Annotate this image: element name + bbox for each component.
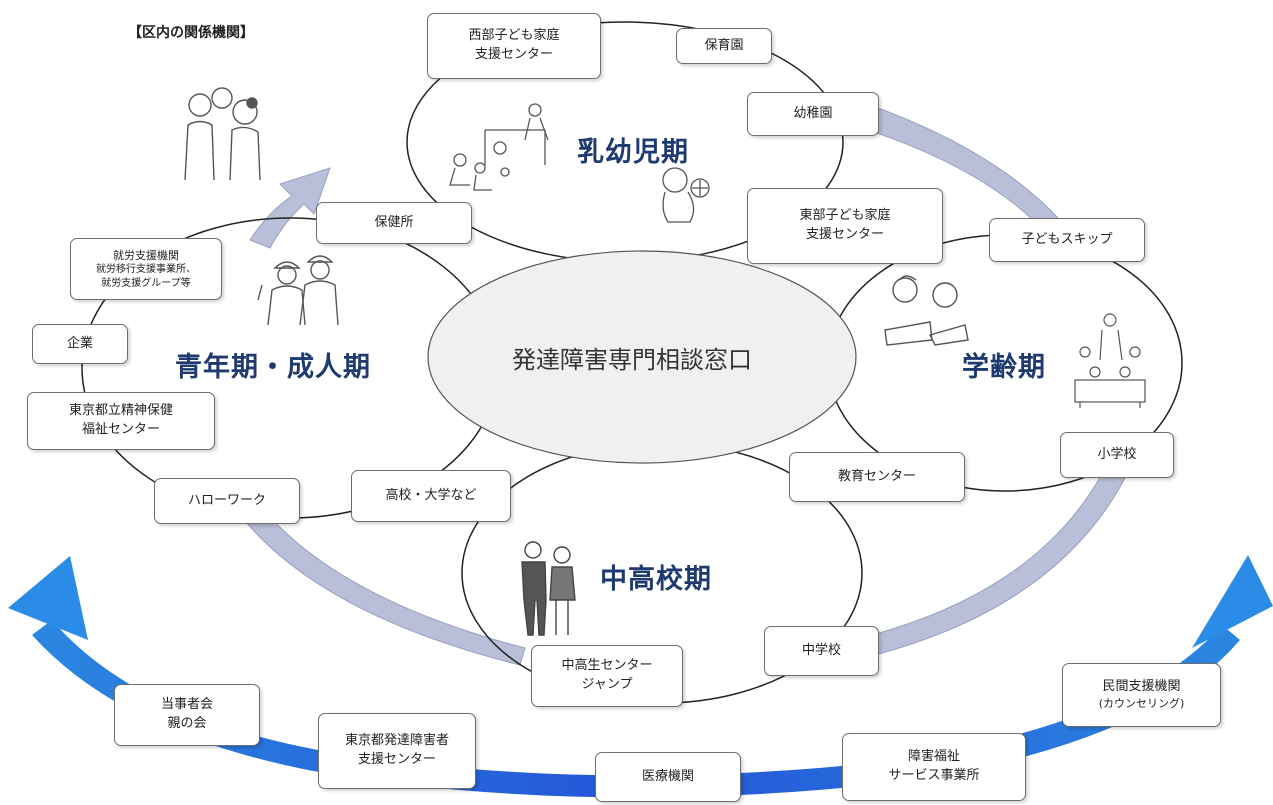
box-line: 企業: [66, 335, 93, 351]
box-line: 小学校: [1097, 446, 1137, 462]
box-line: 保育園: [704, 37, 744, 53]
box-private-support[interactable]: 民間支援機関 (カウンセリング): [1062, 663, 1221, 727]
box-hello-work[interactable]: ハローワーク: [154, 478, 300, 524]
box-line: 中学校: [801, 642, 841, 658]
box-kodomo-skip[interactable]: 子どもスキップ: [989, 218, 1145, 262]
baby-icon: [662, 167, 710, 223]
box-line: 東部子ども家庭: [799, 208, 891, 224]
students-icon: [521, 541, 576, 636]
box-kindergarten[interactable]: 幼稚園: [747, 92, 879, 136]
diagram-heading: 【区内の関係機関】: [128, 25, 254, 41]
box-line: 福祉センター: [81, 422, 160, 437]
box-line: 東京都立精神保健: [68, 403, 173, 419]
box-line: 民間支援機関: [1102, 678, 1181, 694]
box-employment-support[interactable]: 就労支援機関 就労移行支援事業所、 就労支援グループ等: [70, 238, 222, 300]
box-high-school-university[interactable]: 高校・大学など: [351, 470, 511, 522]
box-line: サービス事業所: [888, 768, 980, 783]
box-line: 就労支援グループ等: [101, 277, 191, 289]
box-disability-welfare-service[interactable]: 障害福祉 サービス事業所: [842, 733, 1026, 801]
classroom-icon: [1074, 313, 1146, 408]
box-line: (カウンセリング): [1098, 697, 1185, 711]
box-line: 障害福祉: [907, 749, 960, 765]
box-east-support-center[interactable]: 東部子ども家庭 支援センター: [747, 188, 943, 264]
box-line: 就労支援機関: [113, 248, 179, 262]
stage-infant: 乳幼児期: [577, 137, 689, 168]
stage-adult: 青年期・成人期: [175, 352, 371, 383]
studying-children-icon: [884, 275, 969, 346]
box-medical-institution[interactable]: 医療機関: [595, 752, 741, 802]
box-parents-association[interactable]: 当事者会 親の会: [114, 684, 260, 746]
box-line: ジャンプ: [581, 677, 633, 692]
box-line: 子どもスキップ: [1021, 231, 1113, 247]
center-consultation-label: 発達障害専門相談窓口: [512, 346, 752, 374]
box-line: 東京都発達障害者: [344, 733, 449, 749]
box-line: 支援センター: [474, 47, 553, 62]
box-line: 就労移行支援事業所、: [96, 264, 196, 276]
box-company[interactable]: 企業: [32, 324, 128, 364]
box-line: 教育センター: [837, 468, 916, 484]
box-line: 中高生センター: [561, 658, 653, 674]
box-nursery[interactable]: 保育園: [676, 28, 772, 64]
box-line: ハローワーク: [187, 492, 266, 508]
ellipse-center: [427, 250, 857, 464]
workers-illustration-icon: [257, 255, 339, 326]
box-line: 当事者会: [160, 697, 213, 713]
box-line: 高校・大学など: [385, 487, 477, 503]
stage-school: 学齢期: [962, 352, 1046, 383]
box-tokyo-developmental-support[interactable]: 東京都発達障害者 支援センター: [318, 713, 476, 789]
box-line: 支援センター: [805, 227, 884, 242]
box-mental-health-center[interactable]: 東京都立精神保健 福祉センター: [27, 392, 215, 450]
box-health-center[interactable]: 保健所: [316, 202, 472, 244]
box-west-support-center[interactable]: 西部子ども家庭 支援センター: [427, 13, 601, 79]
box-junior-high-school[interactable]: 中学校: [764, 626, 879, 676]
box-line: 支援センター: [357, 752, 436, 767]
box-education-center[interactable]: 教育センター: [789, 452, 965, 502]
box-line: 西部子ども家庭: [468, 28, 560, 44]
family-illustration-icon: [184, 87, 261, 181]
playground-children-icon: [449, 103, 549, 191]
box-line: 親の会: [167, 716, 207, 731]
box-line: 幼稚園: [793, 105, 833, 121]
box-elementary-school[interactable]: 小学校: [1060, 432, 1174, 478]
box-youth-center-jump[interactable]: 中高生センター ジャンプ: [531, 645, 683, 707]
box-line: 医療機関: [641, 768, 694, 784]
box-line: 保健所: [374, 214, 414, 230]
stage-middle-high: 中高校期: [600, 564, 712, 595]
